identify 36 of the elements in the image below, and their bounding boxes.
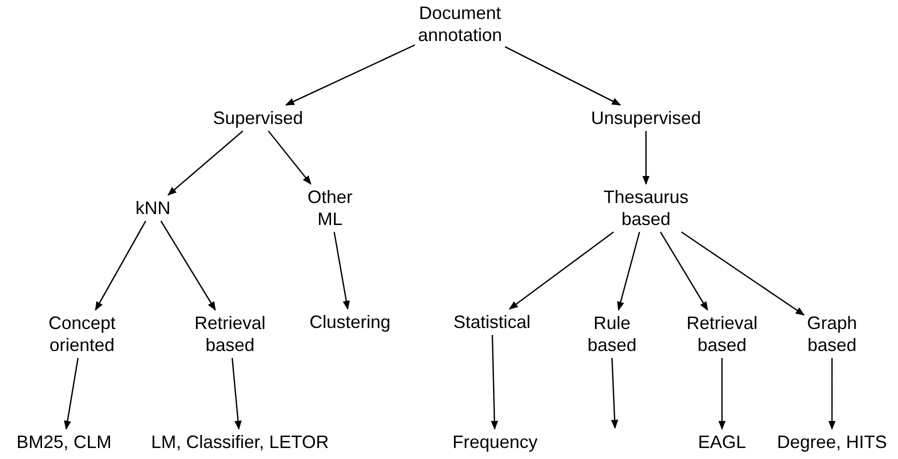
arrow <box>232 358 242 430</box>
arrow <box>64 358 79 430</box>
arrow <box>611 358 618 429</box>
category-label: Clustering <box>295 311 405 333</box>
category-label: Retrieval based <box>672 312 772 356</box>
arrow <box>681 231 805 316</box>
arrow <box>504 46 622 106</box>
arrow <box>268 130 312 185</box>
arrow <box>718 358 726 430</box>
arrow <box>490 334 498 430</box>
category-label: BM25, CLM <box>9 431 119 453</box>
category-label: Unsupervised <box>566 107 726 129</box>
arrow <box>160 220 216 311</box>
category-label: Statistical <box>437 311 547 333</box>
arrow <box>167 130 244 196</box>
arrow <box>617 232 640 311</box>
category-label: LM, Classifier, LETOR <box>135 431 345 453</box>
category-label: Graph based <box>792 312 872 356</box>
category-label: Frequency <box>440 431 550 453</box>
category-label: Other ML <box>295 186 365 230</box>
arrow <box>828 358 836 430</box>
arrow <box>508 231 614 310</box>
arrow <box>642 131 650 185</box>
arrow <box>334 232 350 310</box>
arrow <box>94 220 146 311</box>
category-label: EAGL <box>687 431 757 453</box>
category-label: Supervised <box>188 107 328 129</box>
category-label: Concept oriented <box>32 312 132 356</box>
category-label: Thesaurus based <box>591 186 701 230</box>
category-label: kNN <box>123 197 183 219</box>
category-label: Retrieval based <box>180 312 280 356</box>
category-label: Degree, HITS <box>772 431 892 453</box>
category-label: Document annotation <box>395 2 525 46</box>
category-label: Rule based <box>577 312 647 356</box>
arrow <box>285 44 416 106</box>
arrow <box>660 232 708 311</box>
